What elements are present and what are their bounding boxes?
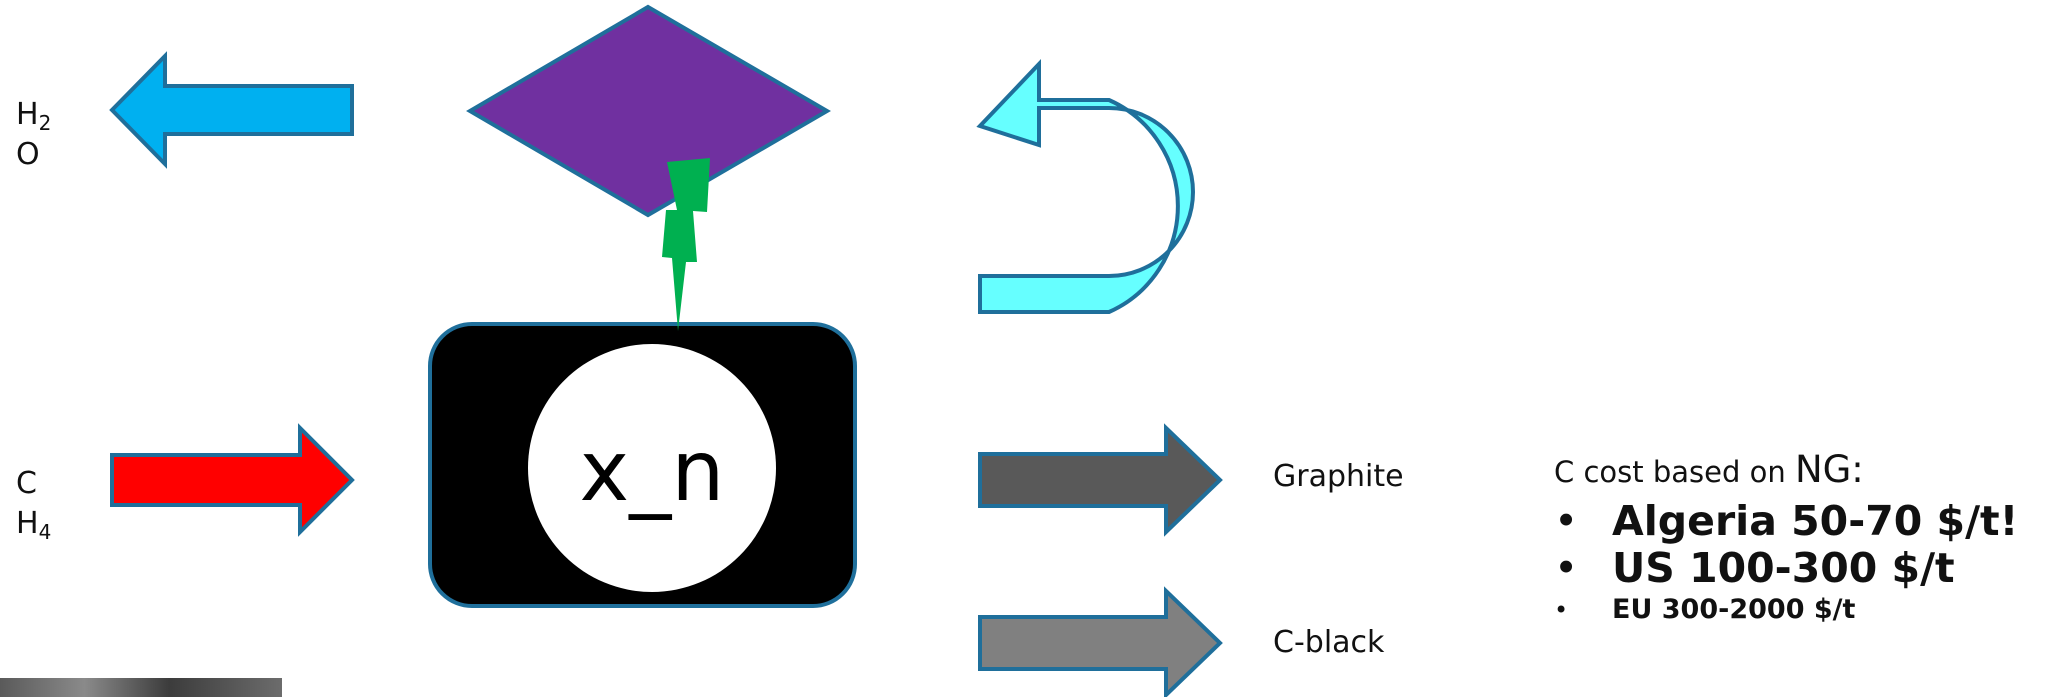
graphite-output-arrow <box>978 423 1223 537</box>
cblack-label: C-black <box>1273 625 1385 660</box>
cost-item-eu: EU 300-2000 $/t <box>1536 592 2018 628</box>
reactor-logo-circle <box>528 344 776 592</box>
energy-bolt <box>662 158 710 331</box>
photo-thumbnail <box>0 678 282 697</box>
cost-heading: C cost based on NG: <box>1554 448 1864 491</box>
cost-list: Algeria 50-70 $/t! US 100-300 $/t EU 300… <box>1536 498 2018 629</box>
cost-item-algeria: Algeria 50-70 $/t! <box>1536 498 2018 546</box>
graphite-label: Graphite <box>1273 459 1404 494</box>
reactor-logo-text: x_n <box>580 422 725 520</box>
cost-item-us: US 100-300 $/t <box>1536 545 2018 593</box>
water-formula: H2 O <box>16 97 52 172</box>
methane-input-arrow <box>110 423 355 537</box>
cblack-output-arrow <box>978 586 1223 697</box>
water-output-arrow <box>109 51 354 169</box>
cost-heading-ng: NG: <box>1794 448 1864 491</box>
catalyst-diamond <box>466 4 831 218</box>
recycle-arrow <box>976 58 1195 314</box>
methane-formula: C H4 <box>16 466 52 544</box>
